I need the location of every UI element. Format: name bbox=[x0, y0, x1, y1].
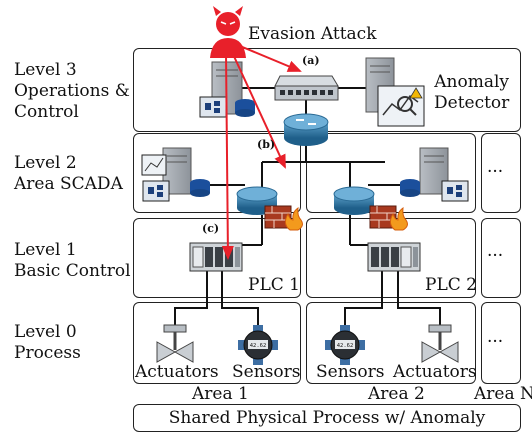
plc-2-icon bbox=[367, 242, 421, 272]
area-2-sensor-icon: 42.62 bbox=[325, 325, 365, 365]
anomaly-detector-icon bbox=[365, 57, 425, 127]
area-1-actuator-icon bbox=[156, 324, 194, 363]
area-2-actuators-label: Actuators bbox=[393, 362, 477, 382]
plc-1-icon bbox=[189, 242, 243, 272]
attack-label: Evasion Attack bbox=[248, 24, 377, 44]
attacker-icon bbox=[210, 6, 246, 58]
shared-process-label: Shared Physical Process w/ Anomaly bbox=[168, 408, 486, 428]
area-1-scada-server-icon bbox=[141, 147, 210, 202]
attack-tag-a: (a) bbox=[302, 54, 320, 67]
area-1-gauge-reading: 42.62 bbox=[250, 343, 267, 349]
area-1-scada-box bbox=[133, 133, 301, 213]
area-2-router-icon bbox=[333, 186, 375, 215]
area-1-process-box bbox=[133, 302, 301, 384]
attack-tag-b: (b) bbox=[257, 138, 276, 151]
plc-2-label: PLC 2 bbox=[425, 275, 477, 295]
area-2-firewall-icon bbox=[369, 205, 408, 231]
area-1-sensors-label: Sensors bbox=[232, 362, 301, 382]
attack-tag-c: (c) bbox=[202, 222, 220, 235]
area-2-label: Area 2 bbox=[368, 384, 425, 404]
area-2-scada-server-icon bbox=[400, 147, 469, 202]
area-n-scada-box bbox=[481, 133, 521, 213]
area-1-sensor-icon: 42.62 bbox=[238, 325, 278, 365]
area-n-process-box bbox=[481, 302, 521, 384]
area-2-gauge-reading: 42.62 bbox=[337, 343, 354, 349]
area-n-control-box bbox=[481, 218, 521, 298]
plc-1-label: PLC 1 bbox=[248, 275, 300, 295]
area-2-sensors-label: Sensors bbox=[316, 362, 385, 382]
more-areas-ellipsis-l0: ··· bbox=[487, 332, 504, 352]
network-wires bbox=[174, 87, 441, 325]
area-1-label: Area 1 bbox=[192, 384, 249, 404]
area-n-label: Area N bbox=[474, 384, 532, 404]
network-switch-icon bbox=[274, 75, 339, 101]
more-areas-ellipsis-l2: ··· bbox=[487, 162, 504, 182]
attack-arrows bbox=[221, 45, 302, 260]
core-router-icon bbox=[283, 113, 329, 146]
area-1-firewall-icon bbox=[264, 205, 303, 231]
area-1-control-box bbox=[133, 218, 301, 298]
shared-process-box bbox=[133, 404, 521, 432]
area-2-process-box bbox=[306, 302, 476, 384]
area-2-actuator-icon bbox=[421, 324, 459, 363]
area-1-actuators-label: Actuators bbox=[135, 362, 219, 382]
more-areas-ellipsis-l1: ··· bbox=[487, 246, 504, 266]
